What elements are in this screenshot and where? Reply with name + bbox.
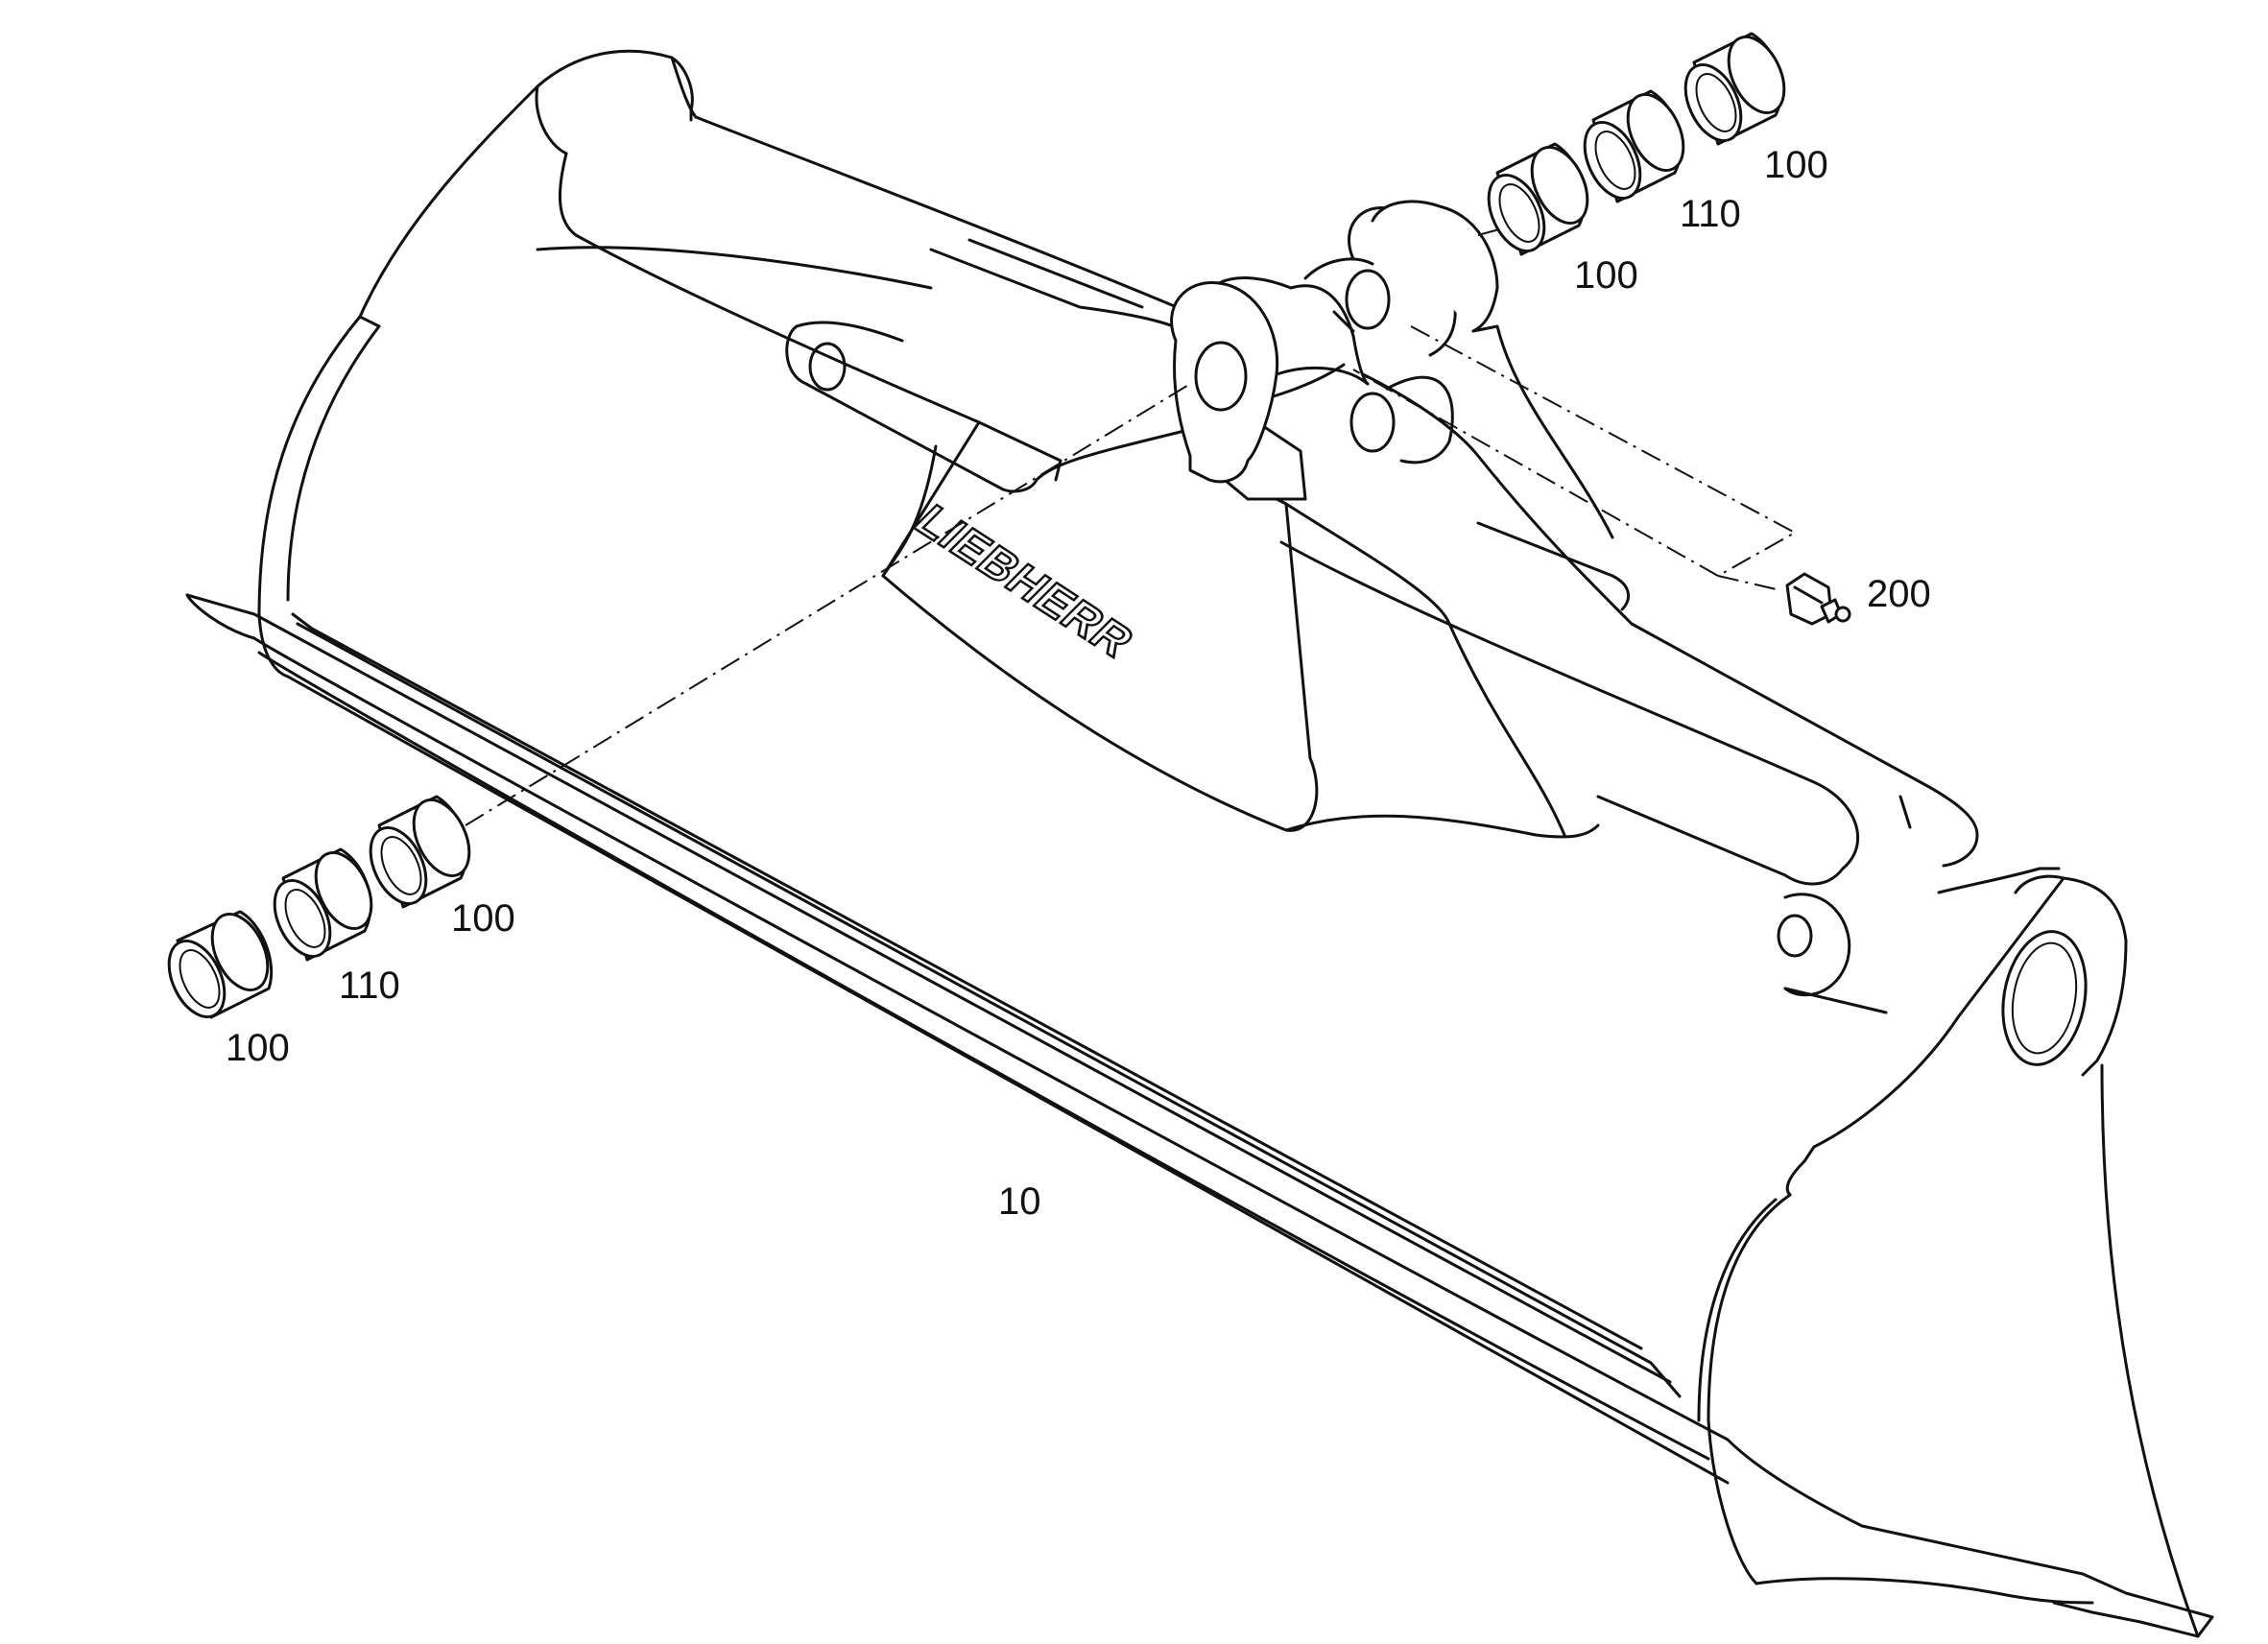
bushing-left-outer — [167, 910, 274, 1019]
callout-bushing-right-outer: 100 — [1764, 144, 1828, 186]
bucket-body — [185, 49, 2214, 1638]
callout-spacer-right: 110 — [1680, 193, 1741, 235]
callout-labels: 10 100 110 100 100 110 100 200 — [226, 144, 1931, 1223]
callout-bushing-right-inner: 100 — [1574, 254, 1638, 297]
upper-clevis — [1170, 200, 1614, 539]
callout-spacer-left: 110 — [339, 965, 400, 1007]
liebherr-logo: LIEBHERR — [904, 496, 1145, 666]
center-mount-plate — [881, 420, 1600, 839]
spacer-right — [1583, 89, 1685, 203]
bushing-right-outer — [1683, 32, 1786, 146]
callout-bushing-left-inner: 100 — [451, 897, 515, 940]
spacer-left — [273, 847, 373, 962]
callout-bucket: 10 — [998, 1180, 1041, 1223]
bushing-left-inner — [369, 795, 471, 909]
callout-bushing-left-outer: 100 — [226, 1027, 290, 1069]
assembly-axis-lines — [465, 220, 1798, 826]
grease-nipple — [1785, 572, 1851, 626]
bushing-right-inner — [1487, 142, 1589, 256]
callout-grease-nipple: 200 — [1867, 573, 1931, 615]
